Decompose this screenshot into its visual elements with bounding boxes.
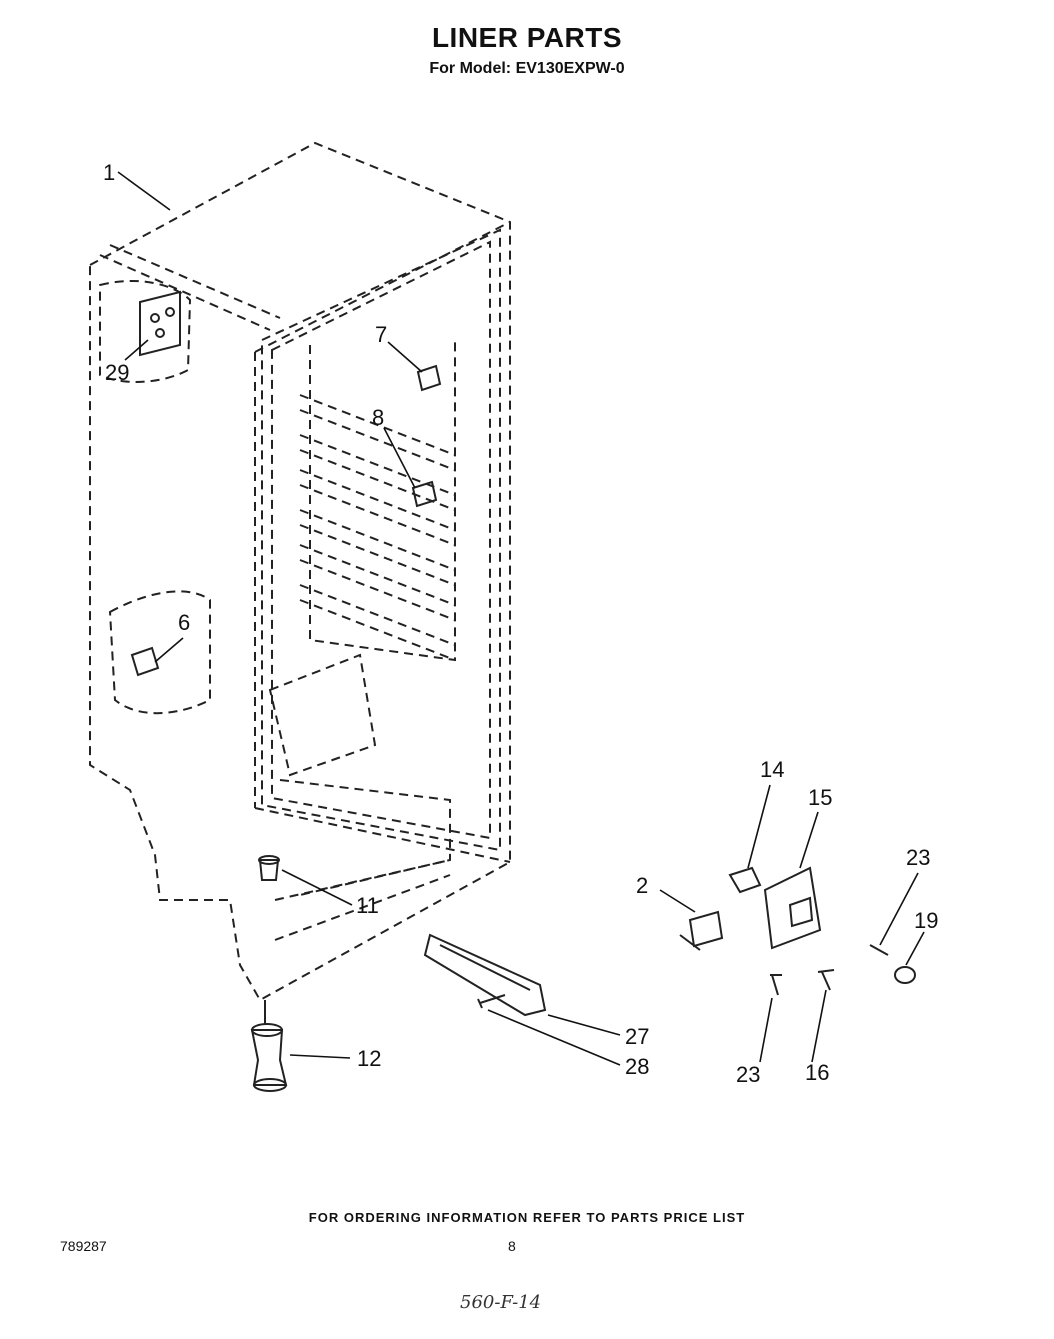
callout-7: 7 bbox=[375, 322, 387, 347]
document-number: 789287 bbox=[60, 1238, 107, 1254]
callout-16: 16 bbox=[805, 1060, 829, 1085]
control-housing bbox=[763, 866, 822, 950]
cabinet-outline bbox=[89, 141, 511, 1002]
callout-8: 8 bbox=[372, 405, 384, 430]
hinge-detail-outline bbox=[99, 279, 192, 383]
model-subtitle: For Model: EV130EXPW-0 bbox=[429, 60, 625, 77]
handwritten-note: 560-F-14 bbox=[460, 1292, 542, 1313]
ordering-note: FOR ORDERING INFORMATION REFER TO PARTS … bbox=[308, 1210, 746, 1225]
roller-bushing bbox=[258, 859, 280, 881]
callout-19: 19 bbox=[914, 908, 938, 933]
shelf-clip-lower bbox=[411, 480, 438, 508]
thermostat-knob bbox=[728, 866, 762, 894]
control-knob bbox=[894, 966, 916, 984]
side-clip bbox=[130, 646, 160, 677]
hinge-plate bbox=[139, 290, 181, 357]
mounting-bracket bbox=[688, 910, 724, 948]
side-detail-outline bbox=[108, 590, 211, 715]
callout-23: 23 bbox=[906, 845, 930, 870]
page-title: LINER PARTS bbox=[431, 22, 623, 53]
callout-1: 1 bbox=[103, 160, 115, 185]
page-number: 8 bbox=[508, 1238, 516, 1254]
shelf bbox=[299, 509, 456, 586]
callout-29: 29 bbox=[105, 360, 129, 385]
screw-side bbox=[817, 969, 835, 991]
shelf bbox=[299, 544, 456, 621]
shelf bbox=[299, 394, 456, 471]
callout-11: 11 bbox=[356, 893, 379, 918]
callout-27: 27 bbox=[625, 1024, 649, 1049]
callout-15: 15 bbox=[808, 785, 832, 810]
shelf bbox=[299, 469, 456, 546]
callout-23-lower: 23 bbox=[736, 1062, 760, 1087]
callout-12: 12 bbox=[357, 1046, 381, 1071]
grille-bracket bbox=[423, 933, 547, 1017]
screw-right bbox=[869, 944, 889, 956]
callout-2: 2 bbox=[636, 873, 648, 898]
screw bbox=[477, 994, 506, 1009]
callout-28: 28 bbox=[625, 1054, 649, 1079]
screw-lower bbox=[770, 974, 782, 996]
cabinet-front-frame bbox=[254, 221, 511, 863]
shelf-clip-upper bbox=[416, 364, 442, 392]
callout-6: 6 bbox=[178, 610, 190, 635]
leveler-foot bbox=[250, 1029, 288, 1086]
shelf bbox=[299, 584, 456, 661]
shelf bbox=[299, 434, 456, 511]
callout-14: 14 bbox=[760, 757, 784, 782]
